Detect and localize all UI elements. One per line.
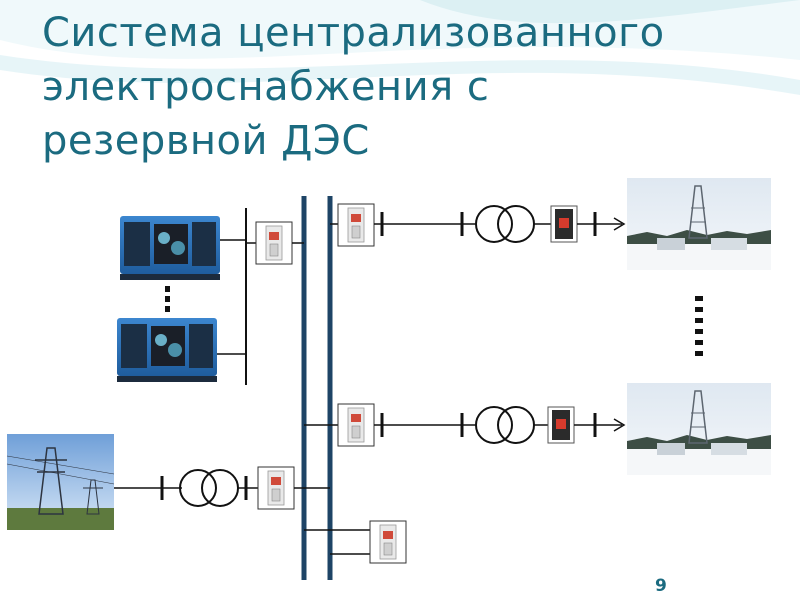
switchgear-generator [255, 221, 293, 265]
title-line-1: Система централизованного [42, 10, 665, 56]
label-des-power: (АС; 6-35 кВ) [82, 186, 201, 204]
transformer-top [475, 205, 535, 243]
title-line-2: электроснабжения с [42, 64, 490, 110]
power-lines-photo [6, 434, 115, 530]
label-vl-top: ВЛ [418, 236, 443, 254]
title-line-3: резервной ДЭС [42, 118, 370, 164]
oil-rig-photo-top [626, 177, 772, 271]
label-tp-top: ТП 6-35/0,4 [440, 177, 544, 195]
breaker-bottom [547, 406, 575, 444]
ellipsis-dots-left [165, 286, 170, 312]
label-kru: КРУ 6-35 кВ [268, 171, 378, 189]
diesel-generator-2 [117, 318, 217, 382]
label-es: ЭС [52, 410, 76, 428]
label-vl-bottom: ВЛ [418, 442, 443, 460]
label-des: ДЭС. ГТУ [95, 160, 177, 178]
slide-title: Система централизованного электроснабжен… [42, 6, 782, 168]
diesel-generator-1 [120, 216, 220, 280]
page-number: 9 [655, 576, 667, 596]
label-tp-bottom: ТП 6-35/0,4 [440, 374, 544, 392]
label-tp-main: ТП 110/6-35 [128, 440, 236, 458]
ellipsis-dots-right [695, 296, 703, 356]
breaker-top [550, 205, 578, 243]
switchgear-feeder-top [337, 203, 375, 247]
switchgear-sectional [369, 520, 407, 564]
transformer-bottom [475, 406, 535, 444]
switchgear-feeder-bottom [337, 403, 375, 447]
oil-rig-photo-bottom [626, 382, 772, 476]
switchgear-input [257, 466, 295, 510]
transformer-main [179, 469, 239, 507]
